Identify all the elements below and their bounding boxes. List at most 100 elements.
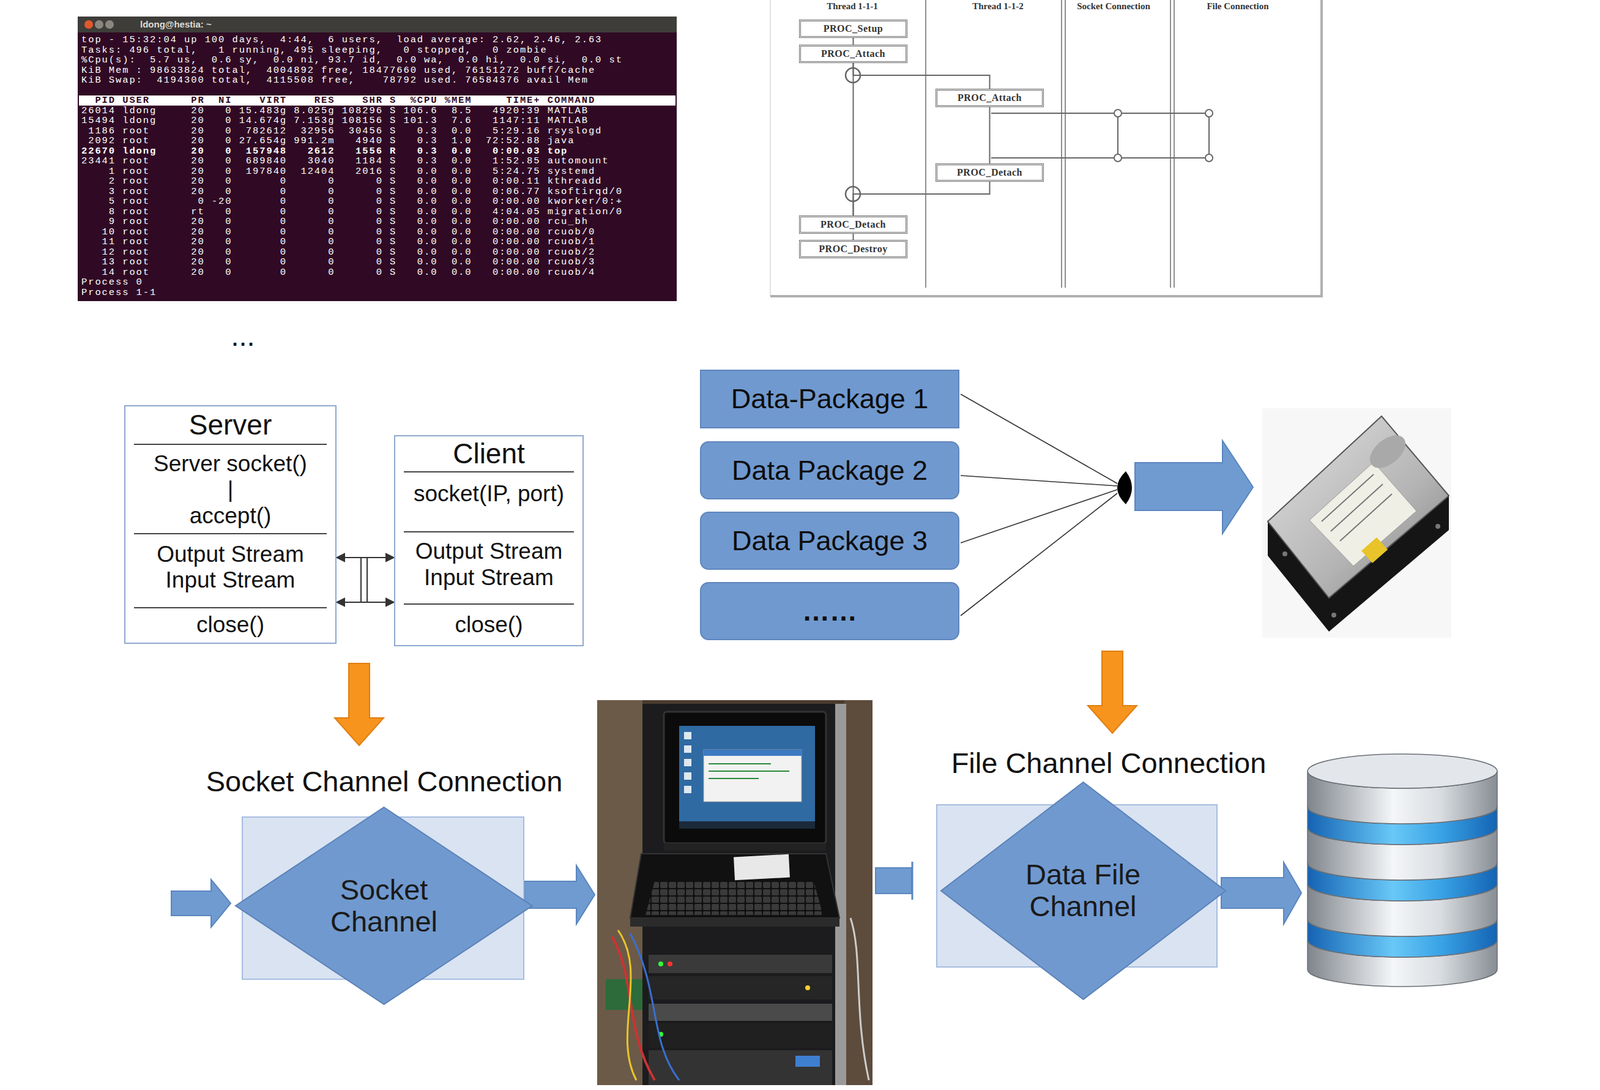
diamond-label: Socket Channel — [313, 873, 455, 937]
terminal-line: 9 root 20 0 0 0 0 S 0.0 0.0 0:00.00 rcu_… — [81, 216, 589, 227]
label-slot: KiB Swap: 4194300 total, 4115508 free, 7… — [81, 75, 589, 86]
hard-drive-illustration — [1331, 612, 1337, 618]
label-slot: 15494 ldong 20 0 14.674g 7.153g 108156 S… — [81, 115, 589, 127]
label-slot: File Connection — [1191, 1, 1284, 12]
lab-computer-photo — [617, 930, 637, 1080]
box-heading: Client — [395, 437, 583, 470]
label-slot: 9 root 20 0 0 0 0 S 0.0 0.0 0:00.00 rcu_… — [81, 216, 589, 227]
connector — [336, 556, 395, 559]
package-label: …… — [802, 595, 858, 628]
lab-computer-photo — [667, 961, 673, 967]
terminal-line: 26014 ldong 20 0 15.483g 8.025g 108296 S… — [81, 105, 589, 117]
box-text: Server socket() — [125, 450, 336, 478]
process-label: PROC_Detach — [820, 219, 886, 231]
hard-drive-illustration — [1309, 461, 1417, 566]
stream-bracket — [360, 557, 368, 603]
hard-drive-illustration — [1339, 493, 1392, 541]
process-box: PROC_Setup — [799, 19, 908, 38]
sync-bracket — [1208, 113, 1210, 158]
label-slot: 5 root 0 -20 0 0 0 S 0.0 0.0 0:00.00 kwo… — [81, 196, 623, 207]
terminal-window — [84, 20, 94, 29]
terminal-line: 22670 ldong 20 0 157948 2612 1556 R 0.3 … — [81, 146, 568, 157]
lab-computer-photo — [597, 699, 873, 1085]
sequence-diagram-frame — [925, 0, 927, 288]
lab-computer-photo — [645, 881, 823, 915]
process-label: PROC_Attach — [957, 92, 1022, 104]
separator-line — [133, 443, 327, 445]
separator-line — [133, 532, 327, 535]
database-illustration — [1307, 753, 1498, 987]
label-slot: Process 1-1 — [81, 287, 157, 298]
package-label: Data Package 3 — [731, 524, 928, 557]
sequence-diagram-frame — [1169, 0, 1172, 288]
window-title: ldong@hestia: ~ — [140, 18, 212, 30]
region-heading: File Channel Connection — [925, 746, 1293, 780]
label-slot: Tasks: 496 total, 1 running, 495 sleepin… — [81, 45, 548, 56]
data-package-box: Data Package 2 — [699, 441, 960, 500]
terminal-line: 2092 root 20 0 27.654g 991.2m 4940 S 0.3… — [81, 135, 576, 147]
hard-drive-illustration — [1361, 537, 1388, 563]
region-heading: Socket Channel Connection — [181, 764, 587, 798]
terminal-line: 23441 root 20 0 689840 3040 1184 S 0.3 0… — [81, 156, 610, 167]
terminal-window — [78, 95, 676, 106]
process-box: PROC_Detach — [799, 215, 908, 234]
column-header: Thread 1-1-2 — [952, 1, 1044, 12]
lab-computer-photo — [648, 1003, 833, 1021]
terminal-line: Tasks: 496 total, 1 running, 495 sleepin… — [81, 45, 548, 56]
connector — [852, 37, 855, 45]
label-slot: 8 root rt 0 0 0 0 S 0.0 0.0 4:04.05 migr… — [81, 206, 623, 218]
label-slot: 3 root 20 0 0 0 0 S 0.0 0.0 0:06.77 ksof… — [81, 186, 623, 198]
sync-bracket — [991, 157, 1210, 159]
merge-lines — [960, 394, 1118, 484]
box-text: close() — [125, 611, 336, 639]
lab-computer-photo — [708, 777, 759, 779]
hard-drive-illustration — [1282, 551, 1288, 557]
label-slot: Thread 1-1-1 — [806, 1, 899, 12]
label-slot: 22670 ldong 20 0 157948 2612 1556 R 0.3 … — [81, 146, 568, 157]
box-text: | — [125, 476, 336, 503]
label-slot: Process 0 — [81, 277, 144, 288]
label-slot: 11 root 20 0 0 0 0 S 0.0 0.0 0:00.00 rcu… — [81, 236, 596, 248]
label-slot: 10 root 20 0 0 0 0 S 0.0 0.0 0:00.00 rcu… — [81, 226, 596, 238]
terminal-line: 11 root 20 0 0 0 0 S 0.0 0.0 0:00.00 rcu… — [81, 236, 596, 248]
label-slot: PID USER PR NI VIRT RES SHR S %CPU %MEM … — [81, 95, 596, 106]
section-title: ... — [151, 319, 335, 353]
lab-computer-photo — [684, 731, 692, 740]
channel-region: Socket Channel ConnectionSocket Channel — [241, 816, 525, 980]
terminal-window — [77, 16, 677, 302]
label-slot: 2092 root 20 0 27.654g 991.2m 4940 S 0.3… — [81, 135, 576, 147]
process-box: PROC_Attach — [935, 88, 1044, 108]
terminal-line: 8 root rt 0 0 0 0 S 0.0 0.0 4:04.05 migr… — [81, 206, 623, 218]
lab-computer-photo — [795, 1055, 820, 1067]
diamond-shape — [235, 807, 533, 1005]
terminal-window — [77, 16, 677, 33]
terminal-line: top - 15:32:04 up 100 days, 4:44, 6 user… — [81, 34, 603, 46]
lab-computer-photo — [648, 975, 833, 1000]
label-slot: ldong@hestia: ~ — [140, 18, 212, 30]
label-slot: 23441 root 20 0 689840 3040 1184 S 0.3 0… — [81, 156, 610, 167]
label-slot: 14 root 20 0 0 0 0 S 0.0 0.0 0:00.00 rcu… — [81, 267, 596, 278]
orange-down-arrow — [334, 663, 384, 746]
lab-computer-photo — [708, 762, 771, 765]
process-label: PROC_Attach — [821, 48, 886, 60]
lab-computer-photo — [658, 961, 664, 967]
terminal-line: %Cpu(s): 5.7 us, 0.6 sy, 0.0 ni, 93.7 id… — [81, 55, 623, 66]
terminal-header: PID USER PR NI VIRT RES SHR S %CPU %MEM … — [81, 95, 596, 106]
sync-bracket — [1205, 109, 1213, 117]
separator-line — [403, 603, 574, 605]
lab-computer-photo — [663, 711, 827, 844]
block-arrow — [171, 879, 231, 927]
hard-drive-illustration — [1267, 416, 1449, 598]
stream-bracket — [366, 557, 368, 603]
sync-bracket — [1205, 154, 1213, 162]
lab-computer-photo — [850, 917, 869, 1080]
sync-bracket — [1114, 154, 1122, 162]
box-text: close() — [395, 611, 583, 639]
block-arrow — [524, 865, 595, 924]
endpoint-box: ServerServer socket()|accept()Output Str… — [124, 405, 337, 644]
box-text: Output Stream Input Stream — [403, 538, 575, 591]
terminal-window — [77, 16, 677, 302]
lab-computer-photo — [703, 749, 802, 756]
sync-bracket — [991, 109, 1213, 162]
